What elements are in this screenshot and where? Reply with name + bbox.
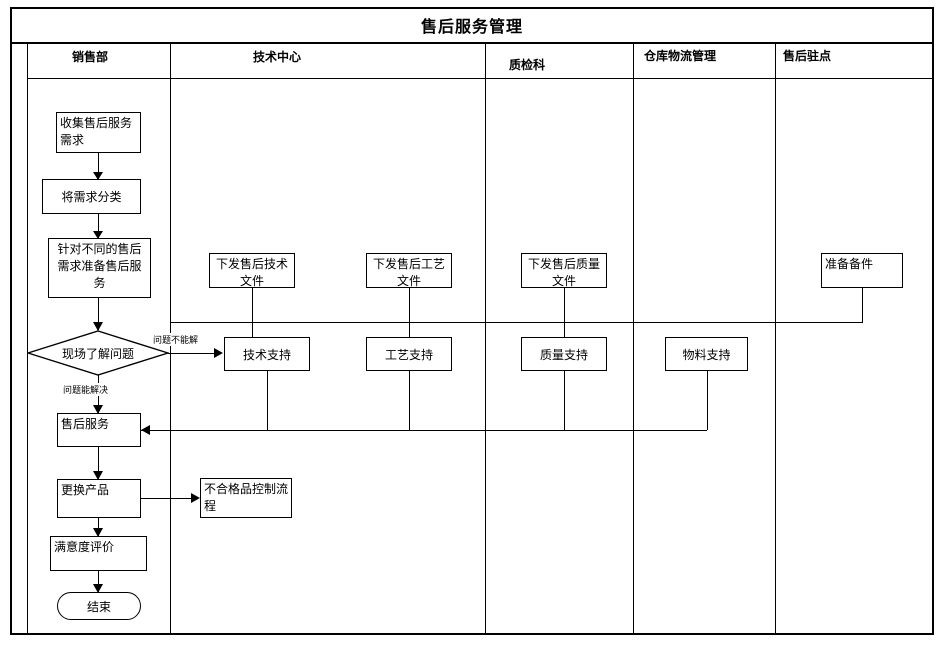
- diamond-shape: [27, 330, 169, 376]
- connector-service-to-replace: [98, 447, 99, 479]
- node-prepare-service[interactable]: 针对不同的售后需求准备售后服务: [48, 238, 151, 298]
- node-onsite-understand[interactable]: 现场了解问题: [27, 330, 169, 376]
- connector-replace-to-eval: [98, 518, 99, 536]
- connector-tech-support-down: [267, 371, 268, 430]
- connector-quality-doc-down: [564, 287, 565, 337]
- connector-doc-row-rule: [170, 322, 862, 323]
- lane-label-quality-section: 质检科: [509, 58, 546, 72]
- node-issue-tech-doc[interactable]: 下发售后技术文件: [209, 253, 295, 288]
- connector-classify-to-prepare: [98, 213, 99, 238]
- connector-tech-doc-down: [252, 287, 253, 337]
- connector-process-doc-down: [409, 287, 410, 337]
- lane-divider-2: [485, 44, 486, 635]
- node-satisfaction-eval[interactable]: 满意度评价: [50, 536, 147, 571]
- connector-material-support-down: [707, 371, 708, 430]
- connector-quality-support-down: [564, 371, 565, 430]
- node-tech-support[interactable]: 技术支持: [224, 337, 310, 371]
- node-prepare-spares[interactable]: 准备备件: [821, 253, 903, 288]
- lane-header-divider: [27, 78, 934, 79]
- node-end[interactable]: 结束: [57, 592, 141, 620]
- lane-label-tech-center: 技术中心: [253, 50, 302, 64]
- node-replace-product[interactable]: 更换产品: [57, 479, 141, 518]
- node-after-sales-service[interactable]: 售后服务: [57, 413, 141, 447]
- diagram-title-band: 售后服务管理: [10, 7, 934, 44]
- node-classify-requirements[interactable]: 将需求分类: [42, 179, 141, 214]
- node-issue-quality-doc[interactable]: 下发售后质量文件: [521, 253, 607, 288]
- connector-collect-to-classify: [98, 152, 99, 179]
- connector-prepare-to-decision: [98, 298, 99, 330]
- connector-spares-down: [862, 287, 863, 323]
- edge-label-cannot-solve: 问题不能解: [152, 333, 200, 346]
- connector-process-support-down: [409, 371, 410, 430]
- connector-eval-to-end: [98, 571, 99, 592]
- page-title: 售后服务管理: [420, 18, 523, 36]
- diagram-frame: [10, 7, 934, 635]
- lane-divider-4: [775, 44, 776, 635]
- lane-divider-3: [633, 44, 634, 635]
- lane-divider-0: [27, 44, 28, 635]
- node-collect-requirements[interactable]: 收集售后服务需求: [56, 112, 141, 153]
- connector-replace-to-nonconforming: [141, 498, 193, 499]
- lane-label-sales-dept: 销售部: [72, 50, 109, 64]
- node-nonconforming-flow[interactable]: 不合格品控制流程: [200, 478, 292, 518]
- node-material-support[interactable]: 物料支持: [665, 337, 748, 371]
- connector-support-bus: [141, 430, 707, 431]
- node-process-support[interactable]: 工艺支持: [366, 337, 452, 371]
- connector-decision-to-tech-support: [168, 353, 216, 354]
- node-issue-process-doc[interactable]: 下发售后工艺文件: [366, 253, 452, 288]
- node-quality-support[interactable]: 质量支持: [521, 337, 607, 371]
- lane-label-after-sales-station: 售后驻点: [783, 49, 832, 63]
- lane-label-warehouse-logistics: 仓库物流管理: [644, 49, 717, 63]
- edge-label-can-solve: 问题能解决: [62, 383, 110, 396]
